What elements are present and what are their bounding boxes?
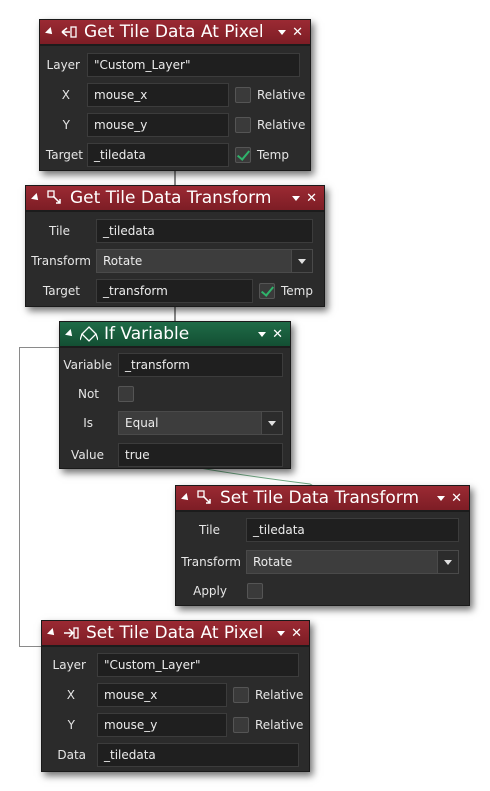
if-variable-icon (80, 325, 98, 343)
relative-checkbox[interactable] (233, 717, 249, 733)
temp-checkbox[interactable] (259, 283, 275, 299)
close-icon[interactable]: ✕ (306, 190, 317, 206)
target-input[interactable]: _transform (96, 279, 253, 303)
variable-input[interactable]: _transform (118, 353, 283, 377)
temp-checkbox[interactable] (235, 147, 251, 163)
close-icon[interactable]: ✕ (291, 625, 302, 641)
tile-set-pixel-icon (62, 624, 80, 642)
dropdown-arrow-icon[interactable] (292, 195, 301, 201)
transform-select-value: Rotate (103, 254, 143, 268)
set-tile-data-transform-panel: Set Tile Data Transform ✕ Tile _tiledata… (175, 485, 470, 606)
panel-title: Set Tile Data Transform (220, 488, 420, 508)
chevron-down-icon (298, 258, 306, 264)
transform-select[interactable]: Rotate (246, 550, 459, 574)
field-label-is: Is (83, 416, 93, 430)
tile-input[interactable]: _tiledata (96, 219, 313, 243)
field-label-x: X (61, 88, 70, 102)
transform-select[interactable]: Rotate (96, 249, 313, 273)
field-label-tile: Tile (48, 224, 70, 238)
layer-input[interactable]: "Custom_Layer" (87, 53, 300, 77)
field-label-layer: Layer (52, 658, 86, 672)
field-label-transform: Transform (181, 555, 241, 569)
collapse-arrow-icon[interactable] (47, 628, 57, 638)
relative-checkbox-label: Relative (257, 88, 306, 102)
field-label-apply: Apply (193, 584, 227, 598)
relative-checkbox-label: Relative (257, 118, 306, 132)
connector-line (19, 646, 42, 647)
relative-checkbox[interactable] (235, 117, 251, 133)
select-dropdown-button[interactable] (261, 411, 283, 435)
select-dropdown-button[interactable] (291, 249, 313, 273)
panel-title: Set Tile Data At Pixel (86, 623, 264, 643)
connector-line (19, 347, 60, 348)
temp-checkbox-label: Temp (281, 284, 313, 298)
collapse-arrow-icon[interactable] (181, 493, 191, 503)
field-label-target: Target (45, 148, 83, 162)
tile-get-pixel-icon (60, 23, 78, 41)
field-label-y: Y (62, 118, 70, 132)
tile-input[interactable]: _tiledata (246, 518, 459, 542)
not-checkbox[interactable] (118, 386, 134, 402)
field-label-tile: Tile (198, 523, 220, 537)
comparison-select-value: Equal (125, 416, 159, 430)
get-tile-data-at-pixel-panel: Get Tile Data At Pixel ✕ Layer "Custom_L… (39, 19, 311, 171)
y-input[interactable]: mouse_y (87, 113, 229, 137)
x-input[interactable]: mouse_x (87, 83, 229, 107)
connector-line (19, 347, 20, 647)
relative-checkbox-label: Relative (255, 688, 304, 702)
panel-title: Get Tile Data Transform (70, 188, 272, 208)
dropdown-arrow-icon[interactable] (277, 630, 286, 636)
connector-line (174, 171, 176, 185)
collapse-arrow-icon[interactable] (31, 193, 41, 203)
layer-input[interactable]: "Custom_Layer" (97, 653, 299, 677)
panel-title: If Variable (104, 324, 190, 344)
panel-header[interactable]: If Variable ✕ (60, 322, 290, 348)
panel-header[interactable]: Set Tile Data At Pixel ✕ (42, 621, 309, 647)
chevron-down-icon (444, 559, 452, 565)
close-icon[interactable]: ✕ (272, 326, 283, 342)
field-label-y: Y (67, 718, 75, 732)
collapse-arrow-icon[interactable] (45, 27, 55, 37)
close-icon[interactable]: ✕ (292, 24, 303, 40)
connector-line (174, 307, 176, 321)
collapse-arrow-icon[interactable] (65, 329, 75, 339)
field-label-value: Value (71, 448, 104, 462)
field-label-data: Data (57, 748, 86, 762)
panel-title: Get Tile Data At Pixel (84, 22, 264, 42)
tile-transform-icon (196, 489, 214, 507)
target-input[interactable]: _tiledata (87, 143, 229, 167)
panel-header[interactable]: Get Tile Data At Pixel ✕ (40, 20, 310, 46)
get-tile-data-transform-panel: Get Tile Data Transform ✕ Tile _tiledata… (25, 185, 325, 307)
set-tile-data-at-pixel-panel: Set Tile Data At Pixel ✕ Layer "Custom_L… (41, 620, 310, 772)
close-icon[interactable]: ✕ (451, 490, 462, 506)
data-input[interactable]: _tiledata (97, 743, 299, 767)
field-label-x: X (66, 688, 75, 702)
select-dropdown-button[interactable] (437, 550, 459, 574)
field-label-layer: Layer (46, 58, 80, 72)
relative-checkbox-label: Relative (255, 718, 304, 732)
field-label-variable: Variable (63, 358, 112, 372)
comparison-select[interactable]: Equal (118, 411, 283, 435)
y-input[interactable]: mouse_y (97, 713, 227, 737)
dropdown-arrow-icon[interactable] (437, 495, 446, 501)
value-input[interactable]: true (118, 443, 283, 467)
dropdown-arrow-icon[interactable] (278, 29, 287, 35)
transform-select-value: Rotate (253, 555, 293, 569)
panel-header[interactable]: Set Tile Data Transform ✕ (176, 486, 469, 512)
relative-checkbox[interactable] (235, 87, 251, 103)
field-label-target: Target (42, 284, 80, 298)
relative-checkbox[interactable] (233, 687, 249, 703)
x-input[interactable]: mouse_x (97, 683, 227, 707)
panel-header[interactable]: Get Tile Data Transform ✕ (26, 186, 324, 212)
tile-transform-icon (46, 189, 64, 207)
apply-checkbox[interactable] (247, 583, 263, 599)
temp-checkbox-label: Temp (257, 148, 289, 162)
field-label-transform: Transform (31, 254, 91, 268)
dropdown-arrow-icon[interactable] (258, 331, 267, 337)
field-label-not: Not (77, 387, 99, 401)
chevron-down-icon (268, 420, 276, 426)
if-variable-panel: If Variable ✕ Variable _transform Not Is… (59, 321, 291, 469)
